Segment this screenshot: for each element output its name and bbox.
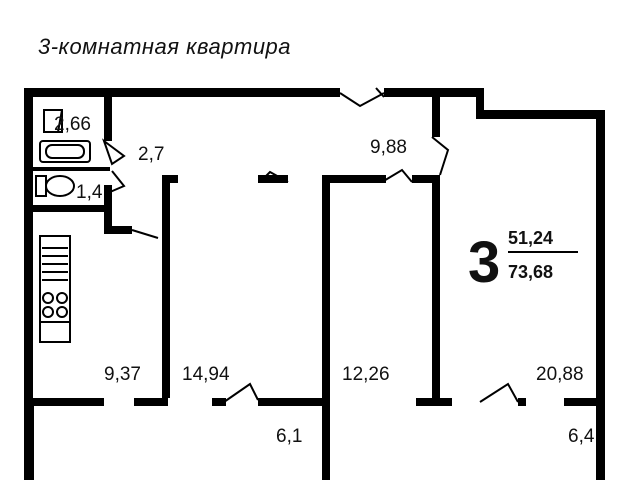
inner-walls xyxy=(24,97,440,398)
stove-icon xyxy=(39,235,71,343)
living-area: 51,24 xyxy=(508,228,553,248)
area-labels: 2,66 1,4 2,7 9,88 9,37 14,94 12,26 20,88… xyxy=(54,114,595,447)
area-hall: 9,88 xyxy=(370,137,407,158)
area-corridor: 2,7 xyxy=(138,144,164,165)
plan-title: 3-комнатная квартира xyxy=(38,34,292,59)
area-toilet-closet: 2,66 xyxy=(54,114,91,135)
apartment-summary: 3 51,24 73,68 xyxy=(468,228,578,295)
closet-icon xyxy=(43,109,63,133)
rooms-count: 3 xyxy=(468,230,500,295)
area-room2: 12,26 xyxy=(342,364,390,385)
area-toilet: 1,4 xyxy=(76,182,103,203)
toilet-icon xyxy=(35,175,75,197)
area-room1: 14,94 xyxy=(182,364,230,385)
outer-walls xyxy=(24,88,605,480)
area-kitchen: 9,37 xyxy=(104,364,141,385)
area-balcony1: 6,1 xyxy=(276,426,302,447)
area-room3: 20,88 xyxy=(536,364,584,385)
total-area: 73,68 xyxy=(508,262,553,282)
door-swings xyxy=(101,87,519,403)
area-balcony2: 6,4 xyxy=(568,426,595,447)
bathtub-icon xyxy=(39,140,91,163)
